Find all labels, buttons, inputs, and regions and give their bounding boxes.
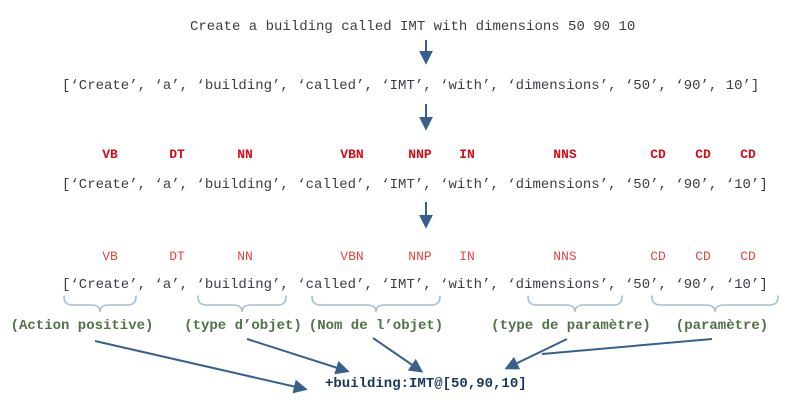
pos-tag: DT [169, 147, 185, 162]
input-sentence: Create a building called IMT with dimens… [190, 19, 636, 35]
pos-tag: CD [695, 249, 711, 264]
group-label-nom-objet: (Nom de l’objet) [308, 318, 444, 334]
group-label-type-parametre: (type de paramètre) [491, 318, 651, 334]
pos-tag: CD [650, 147, 666, 162]
token-list-2: [‘Create’, ‘a’, ‘building’, ‘called’, ‘I… [62, 177, 768, 193]
result-command: +building:IMT@[50,90,10] [325, 376, 527, 392]
pos-tag: CD [740, 249, 756, 264]
pos-tag: NNS [553, 147, 577, 162]
pos-tag: CD [695, 147, 711, 162]
pos-tag: CD [740, 147, 756, 162]
pos-tag: NN [237, 147, 253, 162]
pos-tag: NNP [408, 147, 432, 162]
label-arrow-type-objet [246, 338, 350, 375]
brace-action [63, 295, 137, 313]
token-list-3: [‘Create’, ‘a’, ‘building’, ‘called’, ‘I… [62, 277, 768, 293]
group-label-action: (Action positive) [10, 318, 154, 334]
pos-tag: VBN [340, 249, 364, 264]
brace-parametre [651, 295, 779, 313]
pos-tag: NNP [408, 249, 432, 264]
pos-tag: IN [459, 147, 475, 162]
group-label-type-objet: (type d’objet) [184, 318, 302, 334]
group-label-parametre: (paramètre) [675, 318, 769, 334]
pos-tag: IN [459, 249, 475, 264]
label-arrow-parametre [541, 338, 713, 355]
label-arrow-type-parametre [504, 338, 568, 370]
token-list-1: [‘Create’, ‘a’, ‘building’, ‘called’, ‘I… [62, 78, 760, 94]
pos-tag: VBN [340, 147, 364, 162]
pos-tag: DT [169, 249, 185, 264]
pos-tag: NNS [553, 249, 577, 264]
pos-tag: CD [650, 249, 666, 264]
pos-tag: VB [102, 147, 118, 162]
brace-nom-objet [311, 295, 441, 313]
label-arrow-action [94, 340, 308, 394]
brace-type-objet [197, 295, 287, 313]
label-arrow-nom-objet [372, 337, 424, 373]
pos-tag: NN [237, 249, 253, 264]
brace-type-parametre [527, 295, 623, 313]
pos-tag: VB [102, 249, 118, 264]
